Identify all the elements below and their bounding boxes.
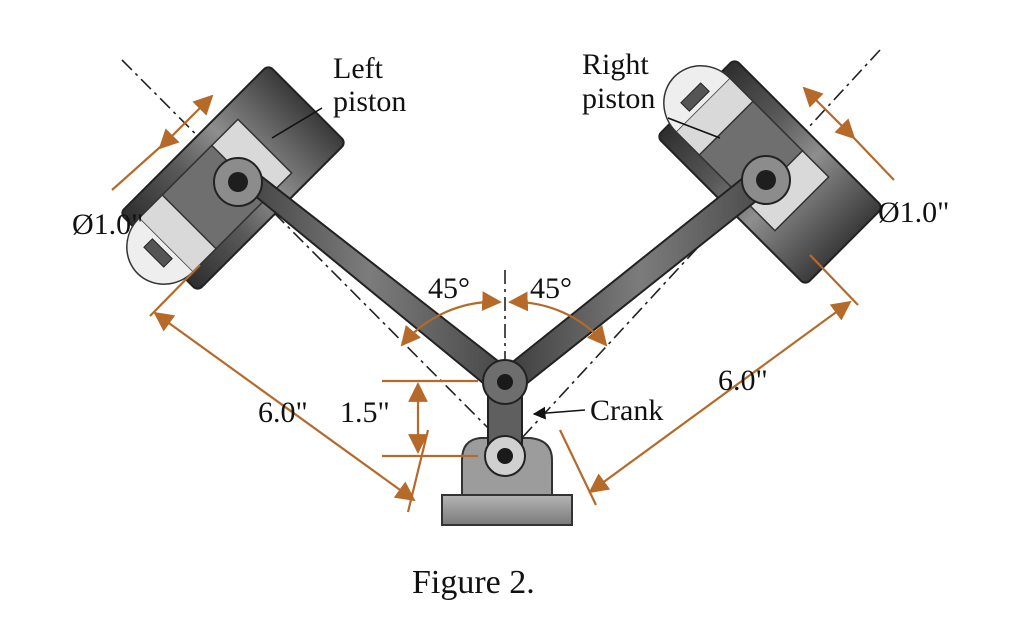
left-bore-label: Ø1.0" [72,208,143,241]
left-bore-dimension [158,94,214,150]
right-rod-ext-bottom [559,429,597,506]
right-rod-length-dimension [588,300,852,494]
right-bore-dimension [802,86,856,140]
left-piston-label-line1: Left [333,52,384,85]
crank-leader [532,406,586,420]
right-rod-length-label: 6.0" [718,364,768,397]
left-bore-leader [111,139,169,191]
right-bore-leader [851,135,895,181]
figure-caption: Figure 2. [412,564,535,601]
left-rod-ext-top [149,264,201,317]
right-rod-ext-top [809,254,859,306]
left-angle-label: 45° [428,272,470,305]
right-piston-leader [667,117,721,139]
left-piston-label-line2: piston [333,85,406,118]
left-rod-length-dimension [153,311,416,502]
right-pin-hole [756,170,776,190]
crank-length-label: 1.5" [340,396,390,429]
right-piston-label-line2: piston [582,82,655,115]
right-bore-label: Ø1.0" [878,196,949,229]
crank-shaft [497,448,513,464]
crank-label: Crank [590,394,663,427]
left-pin-hole [228,172,248,192]
left-rod-length-label: 6.0" [258,396,308,429]
right-piston-label-line1: Right [582,48,649,81]
left-piston-leader [271,107,323,139]
crank-pin [497,374,513,390]
base-plate [441,494,573,526]
right-angle-label: 45° [530,272,572,305]
